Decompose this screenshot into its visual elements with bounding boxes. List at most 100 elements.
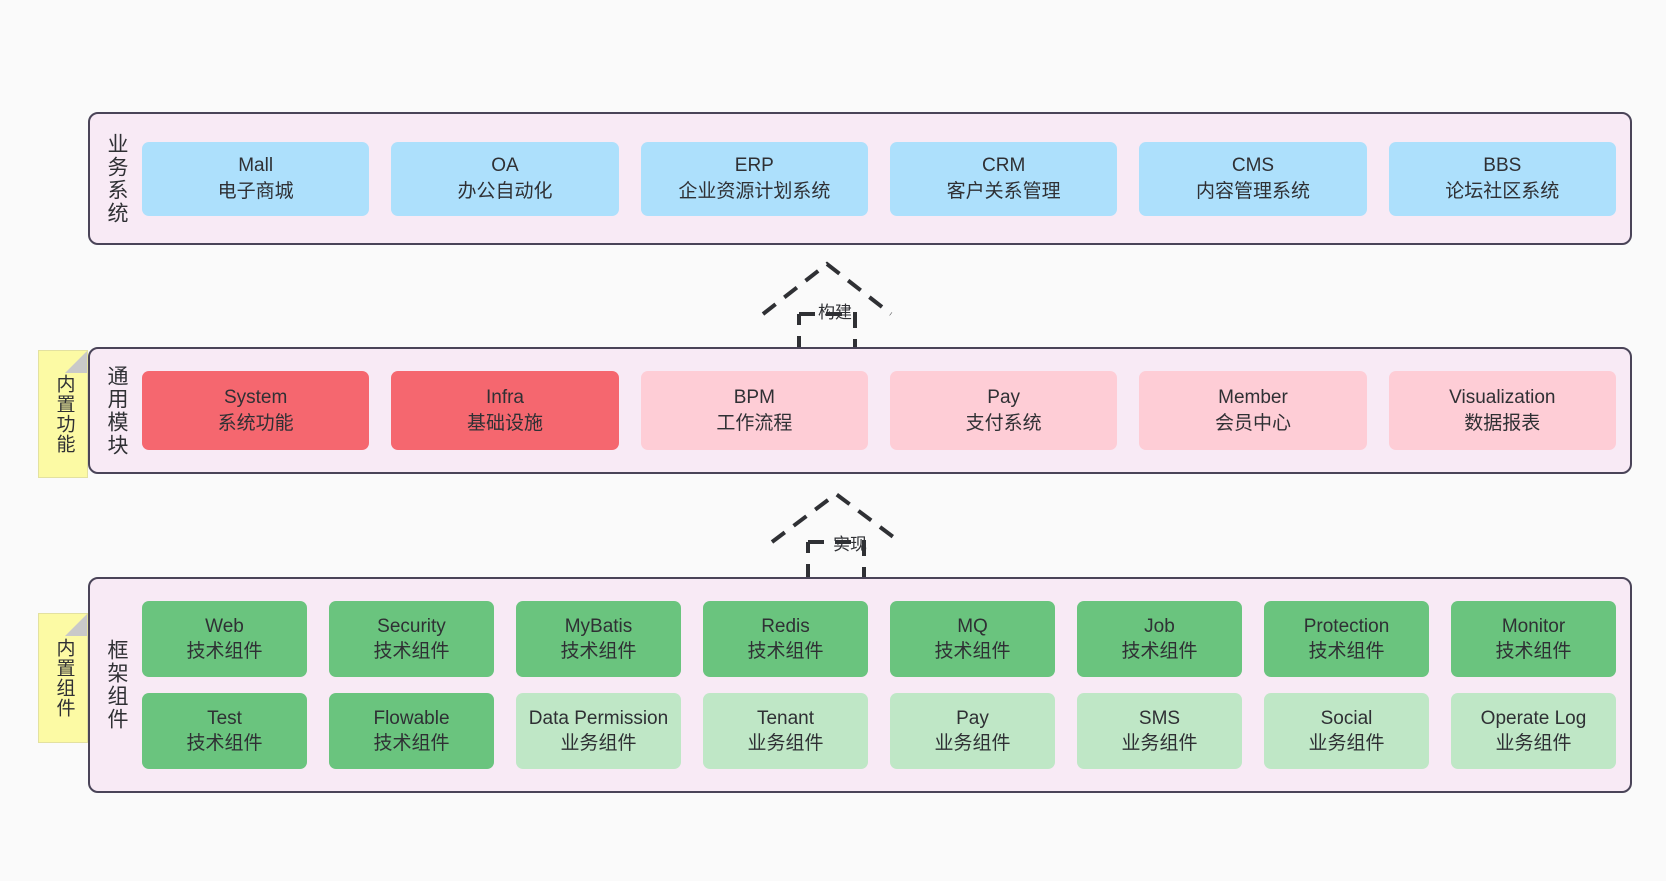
box-social[interactable]: Social 业务组件	[1264, 693, 1429, 769]
box-visualization-en: Visualization	[1449, 387, 1556, 409]
box-member[interactable]: Member 会员中心	[1139, 371, 1367, 450]
box-bpm-en: BPM	[733, 387, 775, 409]
arrow-build: 构建	[745, 258, 925, 358]
layer-business-system-row: Mall 电子商城 OA 办公自动化 ERP 企业资源计划系统 CRM 客户关系…	[142, 141, 1616, 216]
box-data-permission[interactable]: Data Permission 业务组件	[516, 693, 681, 769]
box-sms[interactable]: SMS 业务组件	[1077, 693, 1242, 769]
layer-common-module-title: 通用模块	[105, 364, 129, 457]
box-flowable-cn: 技术组件	[373, 733, 450, 754]
box-bpm[interactable]: BPM 工作流程	[640, 371, 868, 450]
box-oa[interactable]: OA 办公自动化	[391, 141, 619, 216]
layer-common-module[interactable]: 通用模块 System 系统功能 Infra 基础设施 BPM 工作流程 Pay…	[88, 347, 1632, 474]
layer-business-system-title: 业务系统	[105, 132, 129, 225]
box-cms[interactable]: CMS 内容管理系统	[1139, 141, 1367, 216]
box-test[interactable]: Test 技术组件	[142, 693, 307, 769]
box-system-en: System	[223, 387, 288, 409]
box-bbs-cn: 论坛社区系统	[1445, 180, 1560, 202]
arrow-realize-icon	[770, 491, 902, 588]
box-protection-en: Protection	[1303, 615, 1390, 637]
box-mall-cn: 电子商城	[217, 180, 294, 202]
box-mybatis-cn: 技术组件	[560, 641, 637, 662]
box-social-cn: 业务组件	[1308, 733, 1385, 754]
box-tenant-cn: 业务组件	[747, 733, 824, 754]
box-mybatis[interactable]: MyBatis 技术组件	[516, 601, 681, 677]
box-protection-cn: 技术组件	[1308, 641, 1385, 662]
box-operate-log[interactable]: Operate Log 业务组件	[1451, 693, 1616, 769]
arrow-realize-label: 实现	[833, 535, 867, 554]
sticky-note-builtin-components-label: 内置组件	[53, 638, 75, 718]
box-sms-en: SMS	[1138, 707, 1181, 729]
box-bbs-en: BBS	[1483, 155, 1522, 177]
sticky-note-builtin-functions[interactable]: 内置功能	[38, 350, 88, 478]
box-social-en: Social	[1320, 707, 1373, 729]
box-pay-component[interactable]: Pay 业务组件	[890, 693, 1055, 769]
box-infra[interactable]: Infra 基础设施	[391, 371, 619, 450]
arrow-build-icon	[761, 261, 893, 358]
box-job-en: Job	[1144, 615, 1175, 637]
box-data-permission-cn: 业务组件	[560, 733, 637, 754]
box-mq-cn: 技术组件	[934, 641, 1011, 662]
layer-framework-component-row-tech: Web 技术组件 Security 技术组件 MyBatis 技术组件 Redi…	[142, 601, 1616, 677]
box-bbs[interactable]: BBS 论坛社区系统	[1388, 141, 1616, 216]
box-data-permission-en: Data Permission	[528, 707, 669, 729]
box-monitor-en: Monitor	[1501, 615, 1566, 637]
box-erp-cn: 企业资源计划系统	[678, 180, 831, 202]
box-erp-en: ERP	[734, 155, 774, 177]
box-crm[interactable]: CRM 客户关系管理	[889, 141, 1118, 216]
box-redis-cn: 技术组件	[747, 641, 824, 662]
box-tenant[interactable]: Tenant 业务组件	[703, 693, 868, 769]
box-visualization[interactable]: Visualization 数据报表	[1388, 371, 1616, 450]
arrow-build-label: 构建	[818, 303, 852, 322]
box-protection[interactable]: Protection 技术组件	[1264, 601, 1429, 677]
box-job[interactable]: Job 技术组件	[1077, 601, 1242, 677]
layer-framework-component-body: Web 技术组件 Security 技术组件 MyBatis 技术组件 Redi…	[142, 579, 1630, 791]
box-visualization-cn: 数据报表	[1464, 412, 1541, 434]
box-redis[interactable]: Redis 技术组件	[703, 601, 868, 677]
box-oa-en: OA	[491, 155, 519, 177]
box-redis-en: Redis	[761, 615, 810, 637]
box-tenant-en: Tenant	[756, 707, 815, 729]
layer-framework-component[interactable]: 框架组件 Web 技术组件 Security 技术组件 MyBatis 技术组件…	[88, 577, 1632, 793]
layer-business-system-body: Mall 电子商城 OA 办公自动化 ERP 企业资源计划系统 CRM 客户关系…	[142, 114, 1630, 243]
box-operate-log-cn: 业务组件	[1495, 733, 1572, 754]
box-pay-component-cn: 业务组件	[934, 733, 1011, 754]
layer-framework-component-title: 框架组件	[105, 639, 129, 731]
box-mq-en: MQ	[957, 615, 988, 637]
box-mall-en: Mall	[238, 155, 274, 177]
box-bpm-cn: 工作流程	[716, 412, 793, 434]
box-sms-cn: 业务组件	[1121, 733, 1198, 754]
box-test-en: Test	[207, 707, 242, 729]
box-web-en: Web	[205, 615, 244, 637]
box-flowable-en: Flowable	[373, 707, 450, 729]
box-pay-module-en: Pay	[987, 387, 1021, 409]
box-member-en: Member	[1218, 387, 1288, 409]
box-crm-en: CRM	[982, 155, 1026, 177]
box-security-cn: 技术组件	[373, 641, 450, 662]
box-security[interactable]: Security 技术组件	[329, 601, 494, 677]
sticky-note-builtin-components[interactable]: 内置组件	[38, 613, 88, 743]
box-infra-cn: 基础设施	[466, 412, 543, 434]
box-oa-cn: 办公自动化	[457, 180, 553, 202]
box-mq[interactable]: MQ 技术组件	[890, 601, 1055, 677]
box-member-cn: 会员中心	[1214, 412, 1291, 434]
box-pay-module-cn: 支付系统	[965, 412, 1042, 434]
box-cms-cn: 内容管理系统	[1195, 180, 1310, 202]
box-security-en: Security	[377, 615, 446, 637]
box-cms-en: CMS	[1231, 155, 1275, 177]
box-web[interactable]: Web 技术组件	[142, 601, 307, 677]
box-monitor[interactable]: Monitor 技术组件	[1451, 601, 1616, 677]
layer-business-system[interactable]: 业务系统 Mall 电子商城 OA 办公自动化 ERP 企业资源计划系统 CRM…	[88, 112, 1632, 245]
layer-framework-component-row-biz: Test 技术组件 Flowable 技术组件 Data Permission …	[142, 693, 1616, 769]
box-pay-module[interactable]: Pay 支付系统	[889, 371, 1118, 450]
sticky-note-builtin-functions-label: 内置功能	[53, 374, 75, 454]
box-system[interactable]: System 系统功能	[142, 371, 370, 450]
arrow-realize: 实现	[760, 490, 940, 590]
box-mybatis-en: MyBatis	[564, 615, 633, 637]
box-crm-cn: 客户关系管理	[946, 180, 1061, 202]
layer-common-module-body: System 系统功能 Infra 基础设施 BPM 工作流程 Pay 支付系统…	[142, 349, 1630, 472]
box-flowable[interactable]: Flowable 技术组件	[329, 693, 494, 769]
box-erp[interactable]: ERP 企业资源计划系统	[640, 141, 868, 216]
box-test-cn: 技术组件	[186, 733, 263, 754]
box-mall[interactable]: Mall 电子商城	[142, 141, 370, 216]
